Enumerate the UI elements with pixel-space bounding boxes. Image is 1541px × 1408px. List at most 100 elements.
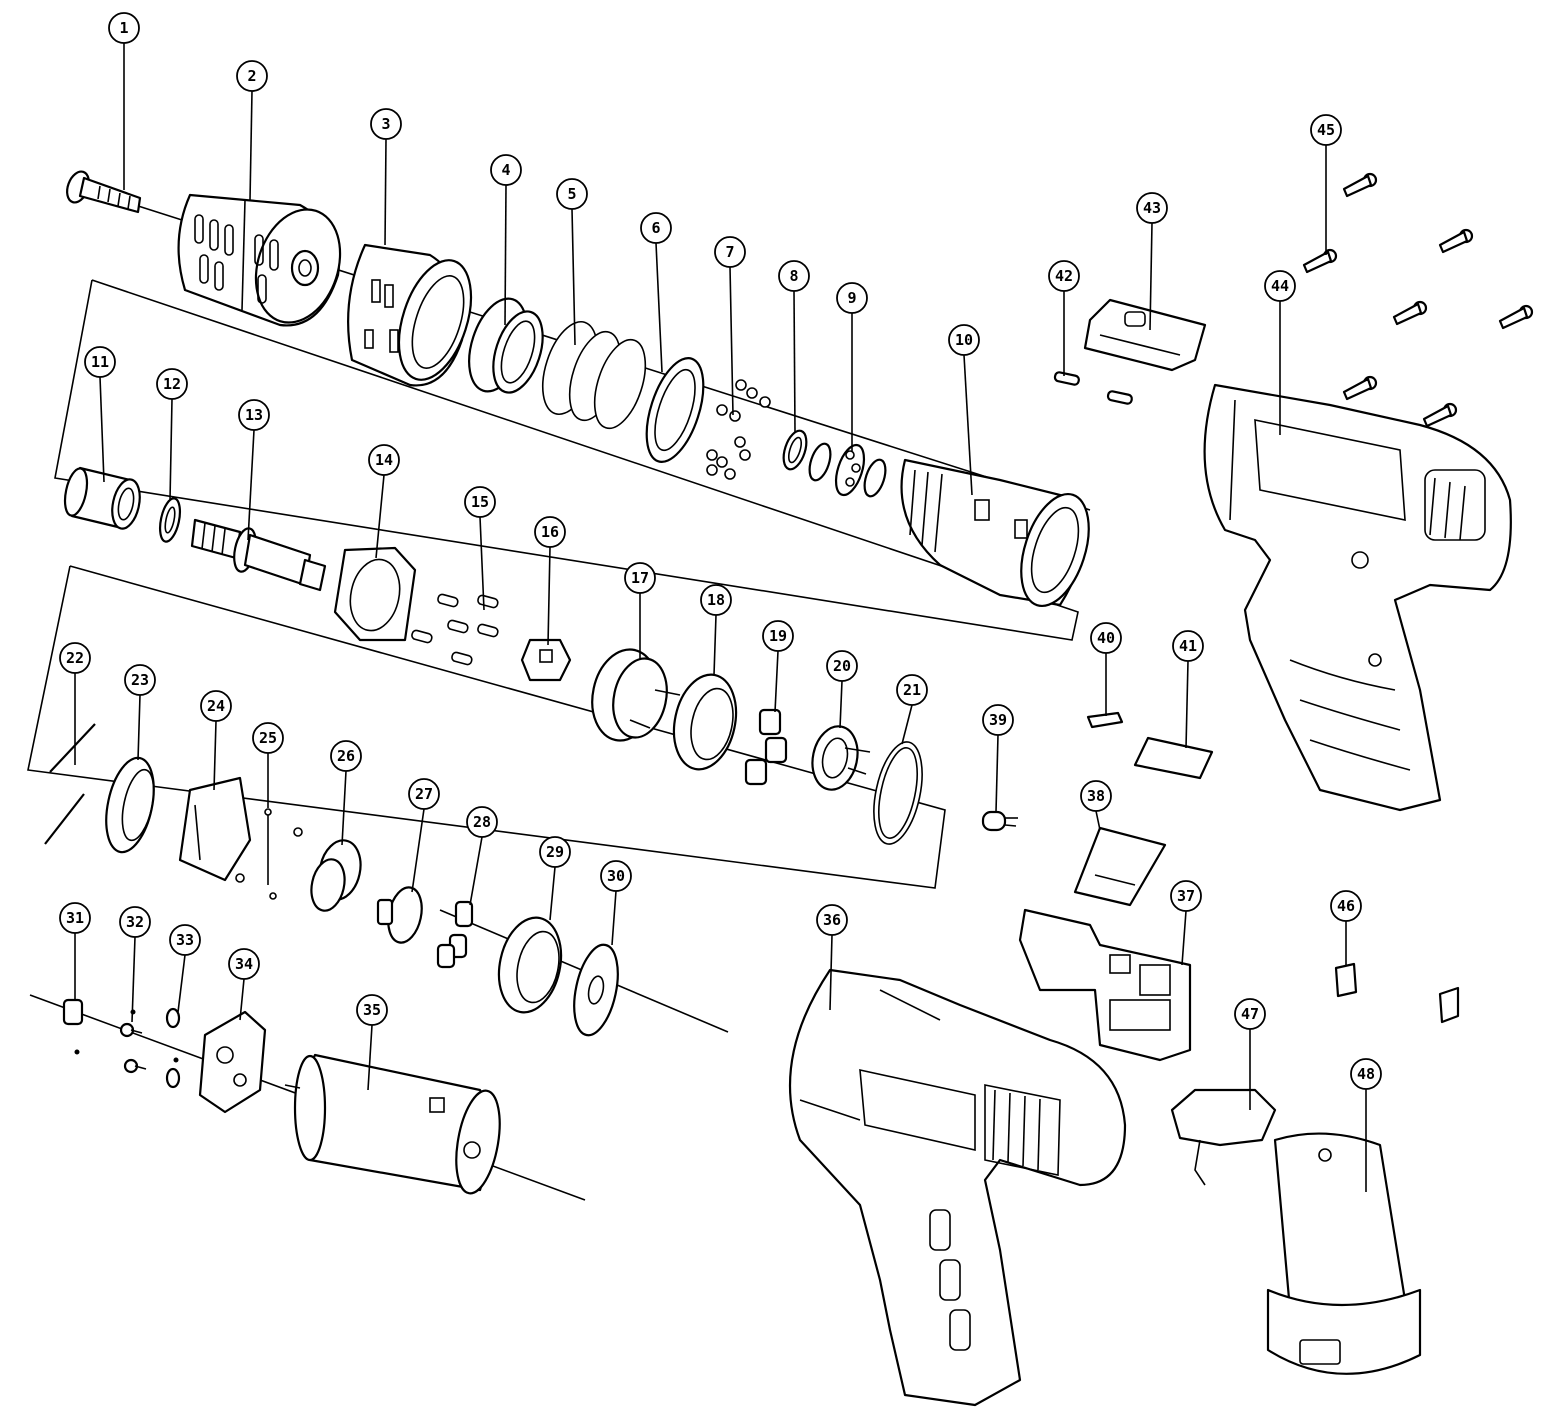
callout-balloon	[59, 902, 91, 934]
callout-9: 9	[836, 282, 868, 452]
part-35-motor	[284, 1053, 501, 1195]
callout-balloon	[539, 836, 571, 868]
callout-number: 42	[1055, 267, 1073, 285]
callout-balloon	[252, 722, 284, 754]
callout-24: 24	[200, 690, 232, 791]
callout-46: 46	[1330, 890, 1362, 966]
callout-number: 17	[631, 569, 649, 587]
part-9-bearing	[808, 442, 887, 498]
callout-38: 38	[1080, 780, 1112, 831]
callout-number: 13	[245, 406, 263, 424]
callout-balloon	[356, 994, 388, 1026]
callout-balloon	[1136, 192, 1168, 224]
callout-leader	[774, 650, 779, 713]
callout-number: 46	[1337, 897, 1355, 915]
callout-37: 37	[1170, 880, 1202, 966]
part-18-ring-gear	[672, 673, 738, 771]
callout-balloon	[119, 906, 151, 938]
part-34-motor-plate	[198, 1010, 267, 1114]
callout-balloon	[762, 620, 794, 652]
part-19-planet-gears	[744, 708, 788, 786]
callout-3: 3	[370, 108, 402, 246]
part-2-chuck	[177, 193, 342, 327]
callout-balloon	[1310, 114, 1342, 146]
callout-26: 26	[330, 740, 362, 846]
callout-leader	[1181, 910, 1187, 966]
callout-leader	[169, 398, 173, 501]
callout-27: 27	[408, 778, 440, 893]
callout-leader	[247, 429, 255, 541]
callout-12: 12	[156, 368, 188, 501]
callout-7: 7	[714, 236, 746, 416]
callout-number: 36	[823, 911, 841, 929]
callout-leader	[839, 680, 843, 729]
callout-leader	[469, 836, 483, 906]
callout-leader	[829, 934, 833, 1011]
callout-balloon	[556, 178, 588, 210]
callout-leader	[177, 954, 186, 1013]
callout-balloon	[1048, 260, 1080, 292]
callout-balloon	[370, 108, 402, 140]
callout-balloon	[534, 516, 566, 548]
callout-36: 36	[816, 904, 848, 1011]
part-29-ring-gear	[497, 916, 563, 1014]
callout-balloon	[156, 368, 188, 400]
part-15-pins	[411, 593, 499, 666]
part-25-small-screws	[235, 808, 303, 900]
callout-balloon	[624, 562, 656, 594]
part-1-screw	[66, 170, 142, 214]
part-10-gearbox-housing	[900, 458, 1090, 608]
callout-45: 45	[1310, 114, 1342, 255]
callout-10: 10	[948, 324, 980, 496]
callout-23: 23	[124, 664, 156, 761]
callout-leader	[901, 704, 913, 745]
callout-balloon	[948, 324, 980, 356]
callout-leader	[367, 1024, 373, 1091]
callout-number: 3	[381, 115, 390, 133]
callout-16: 16	[534, 516, 566, 646]
callout-20: 20	[826, 650, 858, 729]
callout-43: 43	[1136, 192, 1168, 331]
callout-number: 24	[207, 697, 225, 715]
callout-number: 6	[651, 219, 660, 237]
part-20-sun-carrier	[811, 725, 871, 791]
callout-balloon	[108, 12, 140, 44]
callout-balloon	[982, 704, 1014, 736]
callout-number: 7	[725, 243, 734, 261]
callout-number: 18	[707, 591, 725, 609]
callout-6: 6	[640, 212, 672, 373]
part-16-coupler	[520, 638, 572, 682]
part-40-small-plate	[1086, 711, 1124, 729]
callout-balloon	[1264, 270, 1296, 302]
part-23-gear-ring	[105, 756, 155, 854]
part-30-washer-plate	[573, 943, 619, 1037]
callout-leader	[504, 184, 507, 326]
callout-number: 47	[1241, 1005, 1259, 1023]
callout-number: 34	[235, 955, 253, 973]
callout-balloon	[368, 444, 400, 476]
callout-number: 48	[1357, 1065, 1375, 1083]
callout-balloon	[1234, 998, 1266, 1030]
callout-balloon	[490, 154, 522, 186]
callout-11: 11	[84, 346, 116, 483]
callout-balloon	[1090, 622, 1122, 654]
callout-33: 33	[169, 924, 201, 1013]
callout-number: 28	[473, 813, 491, 831]
callout-balloon	[1170, 880, 1202, 912]
callout-balloon	[700, 584, 732, 616]
callout-balloon	[124, 664, 156, 696]
callout-balloon	[816, 904, 848, 936]
callout-leader	[375, 474, 385, 559]
part-37-switch	[1018, 908, 1192, 1062]
callout-leader	[411, 808, 425, 893]
callout-number: 4	[501, 161, 510, 179]
callout-number: 45	[1317, 121, 1335, 139]
callout-leader	[655, 242, 663, 373]
part-14-lock-ring	[333, 546, 417, 642]
callout-balloon	[169, 924, 201, 956]
callout-number: 20	[833, 657, 851, 675]
part-4-sleeve	[468, 297, 544, 394]
callout-47: 47	[1234, 998, 1266, 1110]
callout-balloon	[778, 260, 810, 292]
callout-leader	[137, 694, 141, 761]
